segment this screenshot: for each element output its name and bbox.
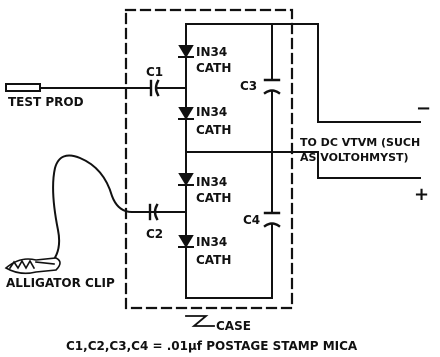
diode-3-cath: CATH [196,191,231,205]
test-prod-label: TEST PROD [8,95,84,109]
diode-4-type: IN34 [196,235,227,249]
capacitor-c4 [263,211,281,228]
capacitor-c1 [149,79,183,97]
diode-1-cath: CATH [196,61,231,75]
vtvm-label-line2: AS VOLTOHMYST) [300,151,409,164]
c2-label: C2 [146,227,163,241]
diode-1 [178,45,194,58]
output-negative-lead [271,23,421,123]
case-label: CASE [216,319,251,333]
case-outline [124,8,294,310]
plus-terminal: + [414,184,429,205]
c4-label: C4 [243,213,260,227]
vtvm-label-line1: TO DC VTVM (SUCH [300,136,420,149]
capacitor-c3 [263,78,281,95]
alligator-clip [4,257,61,275]
diode-3 [178,173,194,186]
c3-label: C3 [240,79,257,93]
test-prod-probe [5,83,151,92]
diode-4-cath: CATH [196,253,231,267]
minus-terminal: − [416,98,431,119]
diode-1-type: IN34 [196,45,227,59]
capacitor-c2 [131,203,187,221]
diode-2-type: IN34 [196,105,227,119]
caption: C1,C2,C3,C4 = .01µf POSTAGE STAMP MICA [66,339,358,353]
diode-2-cath: CATH [196,123,231,137]
output-positive-lead [271,151,421,179]
diode-3-type: IN34 [196,175,227,189]
alligator-clip-lead [50,154,187,264]
case-leader [185,315,215,327]
alligator-clip-label: ALLIGATOR CLIP [6,276,115,290]
diode-2 [178,107,194,120]
diode-4 [178,235,194,248]
c1-label: C1 [146,65,163,79]
